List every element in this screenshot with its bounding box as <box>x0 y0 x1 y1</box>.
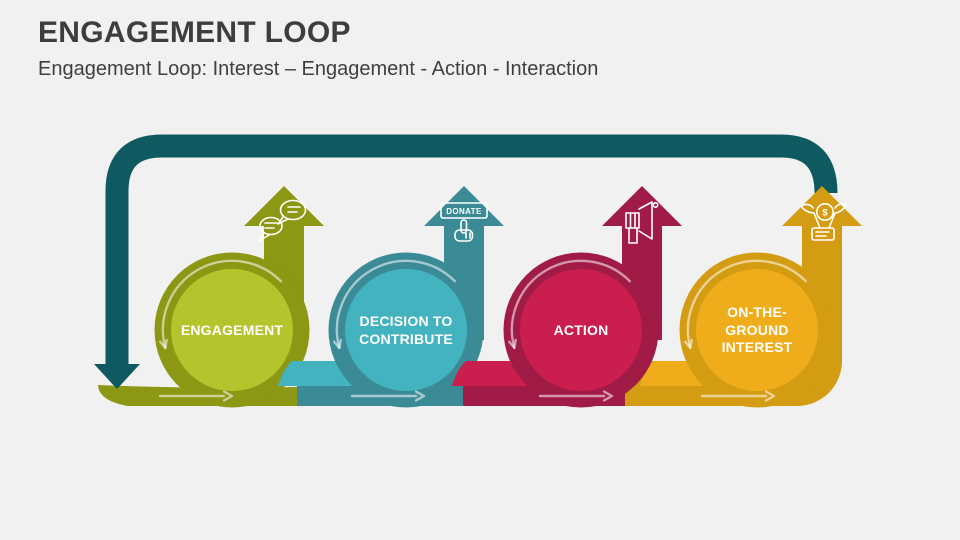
megaphone-icon <box>625 201 659 244</box>
step1-label: ENGAGEMENT <box>180 322 284 338</box>
loop-down-arrow-icon <box>94 364 140 389</box>
step1-cycle-arrowhead-icon <box>158 338 168 350</box>
money-growth-icon: $ <box>800 203 847 241</box>
step4-cycle-arrowhead-icon <box>684 338 693 350</box>
donate-hand-fist-icon <box>454 229 474 242</box>
step1-inner-circle <box>171 269 293 391</box>
step3-cycle-arrow-icon <box>510 259 631 350</box>
step2-label: DECISION TO CONTRIBUTE <box>359 313 453 347</box>
step2-inner-circle <box>345 269 467 391</box>
step1-flow-arrowhead-icon <box>222 390 234 402</box>
step3-cycle-arrowhead-icon <box>508 338 517 350</box>
step4-cycle-arrow-icon <box>686 259 807 350</box>
step2-flow-arrowhead-icon <box>414 390 426 402</box>
step2-cycle-arrow-icon <box>335 259 456 350</box>
page-subtitle: Engagement Loop: Interest – Engagement -… <box>38 58 599 80</box>
page-title: ENGAGEMENT LOOP <box>38 16 351 49</box>
step1-cycle-arrow-icon <box>161 259 282 350</box>
step3-label: ACTION <box>553 322 609 338</box>
step3-inner-circle <box>520 269 642 391</box>
donate-hand-finger-icon <box>460 219 468 234</box>
step1-up-arrow-head <box>244 186 324 226</box>
step3-flow-arrowhead-icon <box>602 390 614 402</box>
donate-button-label: DONATE <box>446 207 482 216</box>
tail-flow-arrows <box>158 390 776 402</box>
donate-click-icon: DONATE <box>440 202 488 242</box>
step4-label: ON-THE- GROUND INTEREST <box>721 304 793 355</box>
loop-frame <box>105 134 838 366</box>
chat-bubbles-icon <box>258 199 307 242</box>
step4-flow-arrowhead-icon <box>764 390 776 402</box>
step2-up-arrow-head <box>424 186 504 226</box>
step2-cycle-arrowhead-icon <box>333 338 342 350</box>
step4-inner-circle <box>696 269 818 391</box>
step3-up-arrow-head <box>602 186 682 226</box>
step4-up-arrow-head <box>782 186 862 226</box>
coin-currency-symbol: $ <box>822 208 828 219</box>
